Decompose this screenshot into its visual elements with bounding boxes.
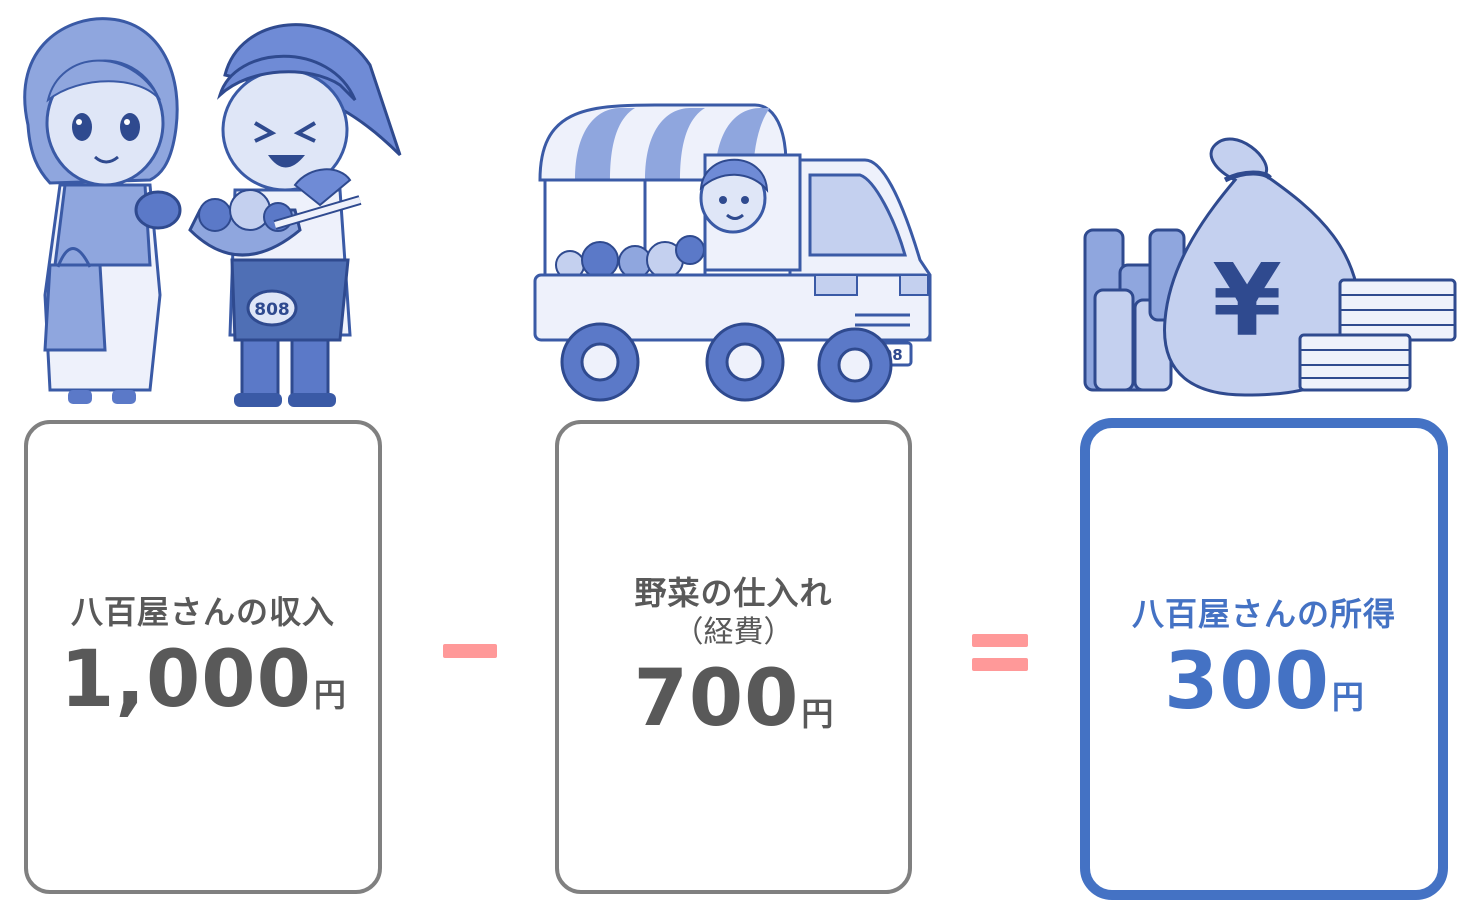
minus-operator <box>443 644 497 658</box>
result-box: 八百屋さんの所得 300円 <box>1080 418 1448 900</box>
result-amount: 300円 <box>1164 636 1364 727</box>
income-amount: 1,000円 <box>60 634 346 725</box>
shopper-and-grocer-icon: 808 <box>23 17 402 407</box>
apron-badge: 808 <box>254 300 290 320</box>
result-unit: 円 <box>1331 677 1364 716</box>
income-box: 八百屋さんの収入 1,000円 <box>24 420 382 894</box>
bill-stacks <box>1298 278 1457 392</box>
woman-shopper <box>23 17 182 404</box>
truck-wheels <box>560 322 893 403</box>
money-bag-icon: ¥ <box>1083 137 1457 397</box>
expense-value: 700 <box>633 653 800 744</box>
grocer: 808 <box>188 23 402 407</box>
equals-operator-bottom <box>972 658 1028 671</box>
income-label: 八百屋さんの収入 <box>70 592 335 631</box>
expense-amount: 700円 <box>633 653 834 744</box>
driver <box>699 158 769 234</box>
vegetable-truck-icon: 808 <box>533 103 932 403</box>
result-value: 300 <box>1164 636 1330 727</box>
result-label: 八百屋さんの所得 <box>1131 594 1396 633</box>
expense-unit: 円 <box>801 694 834 733</box>
yen-symbol: ¥ <box>1212 242 1282 359</box>
equals-operator-top <box>972 634 1028 647</box>
income-unit: 円 <box>313 675 346 714</box>
vegetables <box>555 235 705 280</box>
income-value: 1,000 <box>60 634 312 725</box>
expense-label: 野菜の仕入れ <box>634 573 833 612</box>
expense-sublabel: （経費） <box>673 614 794 650</box>
coin-stacks <box>1083 228 1186 392</box>
expense-box: 野菜の仕入れ （経費） 700円 <box>555 420 912 894</box>
